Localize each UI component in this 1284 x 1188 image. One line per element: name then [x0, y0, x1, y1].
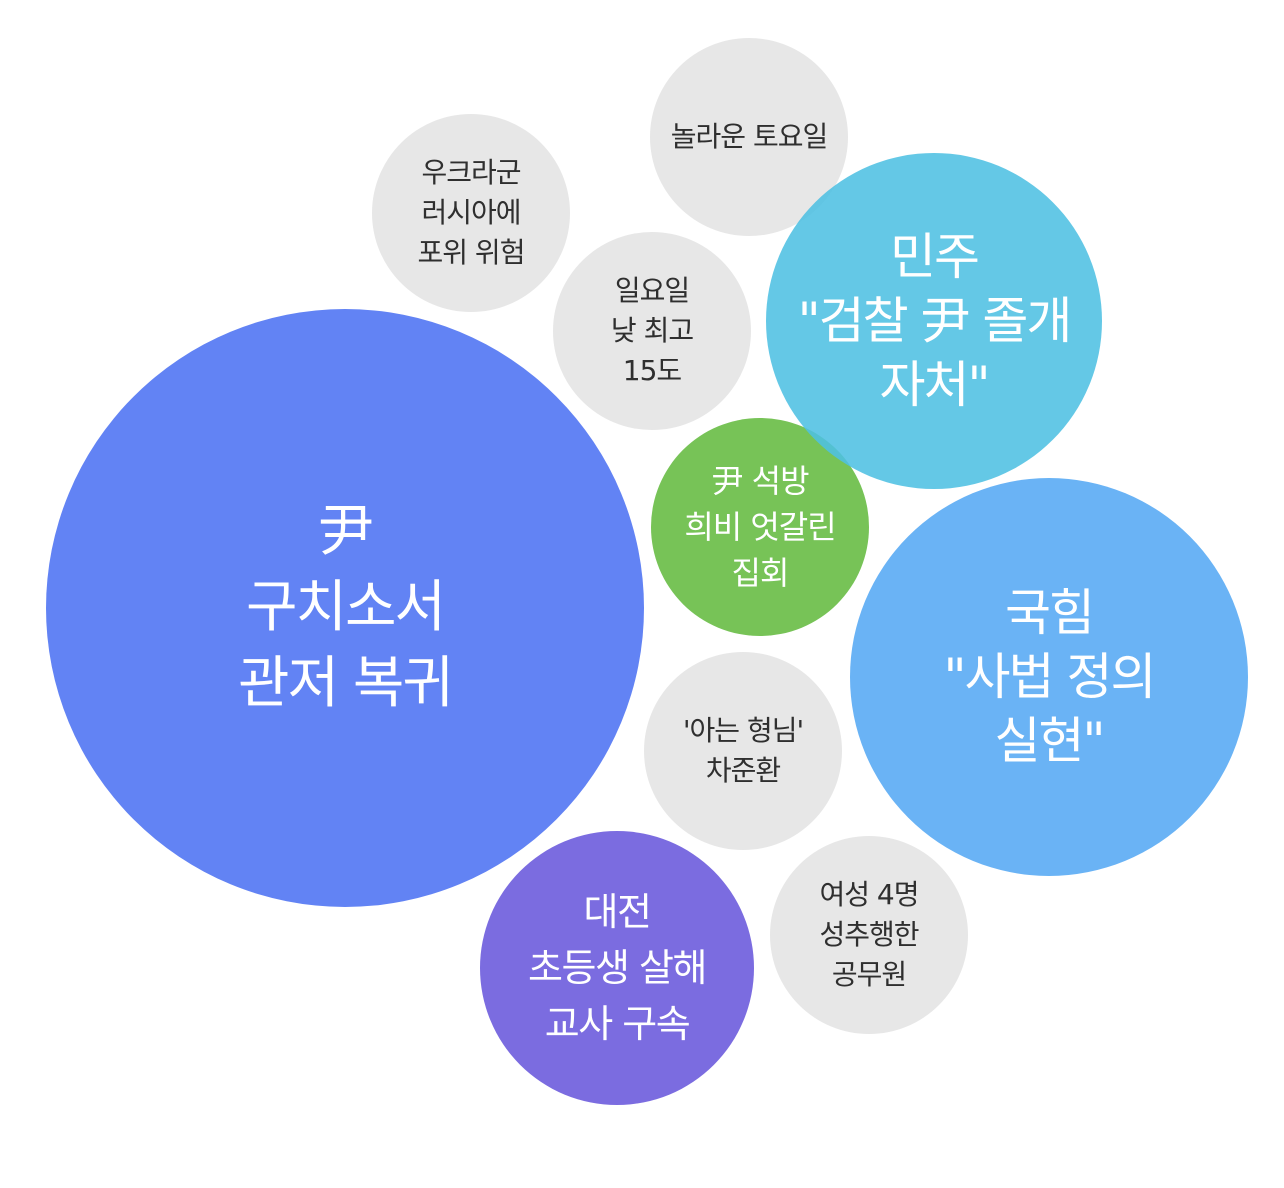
bubble-minju[interactable]: 민주 "검찰 尹 졸개 자처": [766, 153, 1102, 489]
bubble-saturday-label: 놀라운 토요일: [670, 120, 828, 153]
bubble-official-label: 여성 4명 성추행한 공무원: [819, 878, 919, 991]
bubble-ukraine-label: 우크라군 러시아에 포위 위험: [417, 156, 526, 269]
bubble-brother-label: '아는 형님' 차준환: [682, 714, 804, 787]
bubble-main-label: 尹 구치소서 관저 복귀: [238, 499, 454, 716]
bubble-minju-label: 민주 "검찰 尹 졸개 자처": [797, 228, 1073, 414]
bubble-official[interactable]: 여성 4명 성추행한 공무원: [770, 836, 968, 1034]
bubble-saturday[interactable]: 놀라운 토요일: [650, 38, 848, 236]
bubble-rally-label: 尹 석방 희비 엇갈린 집회: [684, 462, 836, 592]
bubble-main[interactable]: 尹 구치소서 관저 복귀: [46, 309, 644, 907]
bubble-ppp-label: 국힘 "사법 정의 실현": [943, 584, 1157, 770]
bubble-ppp[interactable]: 국힘 "사법 정의 실현": [850, 478, 1248, 876]
bubble-daejeon[interactable]: 대전 초등생 살해 교사 구속: [480, 831, 754, 1105]
bubble-brother[interactable]: '아는 형님' 차준환: [644, 652, 842, 850]
bubble-daejeon-label: 대전 초등생 살해 교사 구속: [528, 890, 707, 1046]
bubble-sunday[interactable]: 일요일 낮 최고 15도: [553, 232, 751, 430]
bubble-ukraine[interactable]: 우크라군 러시아에 포위 위험: [372, 114, 570, 312]
bubble-sunday-label: 일요일 낮 최고 15도: [610, 274, 694, 387]
